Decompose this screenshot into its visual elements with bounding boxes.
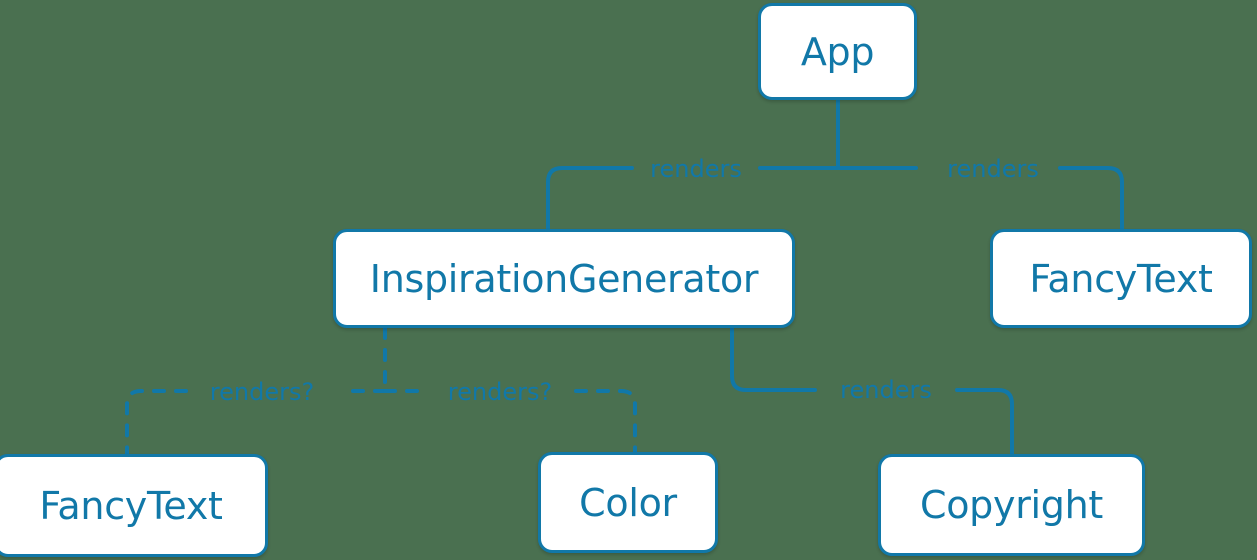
edge-label-inspiration-color: renders? xyxy=(447,378,553,406)
node-fancytext-bottom-label: FancyText xyxy=(39,483,223,528)
node-copyright-label: Copyright xyxy=(920,483,1103,527)
node-color[interactable]: Color xyxy=(538,452,718,553)
edge-inspiration-fancytext xyxy=(125,389,387,456)
node-inspiration-generator[interactable]: InspirationGenerator xyxy=(333,229,795,328)
node-fancytext-top[interactable]: FancyText xyxy=(990,229,1252,328)
edge-label-app-fancytext: renders xyxy=(947,155,1039,183)
node-color-label: Color xyxy=(579,480,677,525)
node-inspiration-generator-label: InspirationGenerator xyxy=(369,256,759,301)
node-app[interactable]: App xyxy=(758,3,917,100)
edge-label-inspiration-copyright: renders xyxy=(840,376,932,404)
edge-inspiration-copyright xyxy=(730,326,1014,456)
edge-label-inspiration-fancytext: renders? xyxy=(209,378,315,406)
edge-app-inspiration xyxy=(546,166,840,231)
node-copyright[interactable]: Copyright xyxy=(878,454,1145,556)
node-fancytext-top-label: FancyText xyxy=(1029,256,1213,301)
edge-app-fancytext xyxy=(836,166,1124,231)
node-fancytext-bottom[interactable]: FancyText xyxy=(0,454,268,557)
edge-label-app-inspiration: renders xyxy=(650,155,742,183)
node-app-label: App xyxy=(800,29,875,74)
edge-inspiration-color xyxy=(383,389,637,454)
